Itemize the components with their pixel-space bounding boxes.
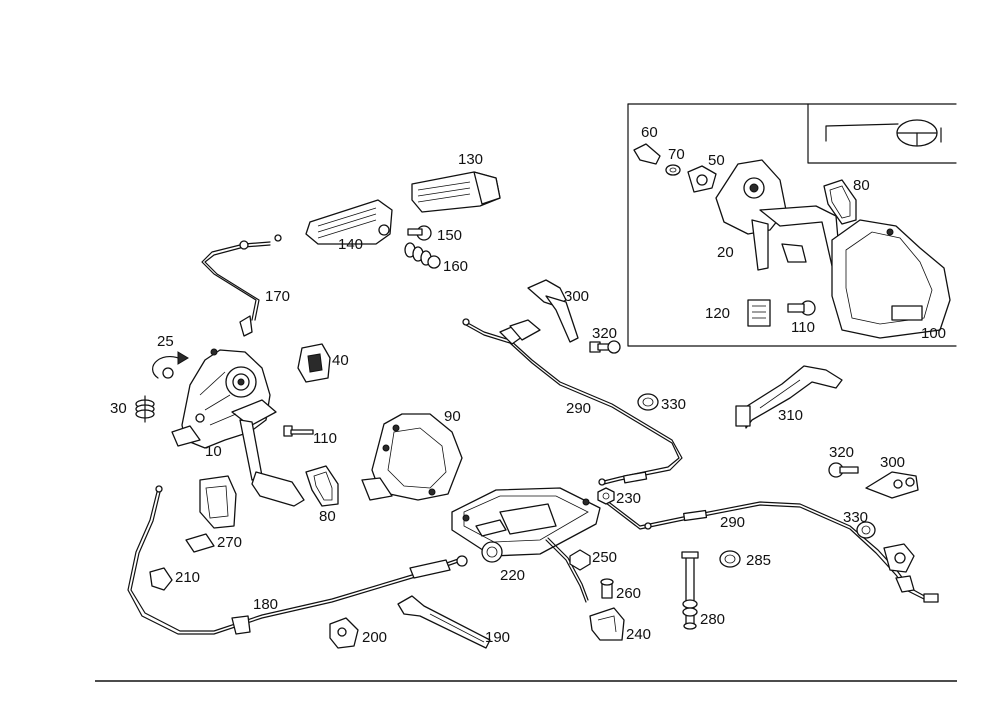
part-280-pin bbox=[681, 551, 699, 630]
callout-120: 120 bbox=[705, 305, 730, 322]
inset-part-80 bbox=[823, 179, 857, 225]
part-240-clip bbox=[589, 607, 625, 641]
pedal-assembly bbox=[171, 348, 305, 507]
part-130-switch bbox=[411, 171, 501, 213]
part-170-rod bbox=[201, 234, 282, 337]
part-25-spring bbox=[152, 351, 189, 379]
part-110-bolt bbox=[283, 425, 314, 437]
callout-150: 150 bbox=[437, 227, 462, 244]
part-300-bracket-upper bbox=[509, 279, 579, 343]
part-150-screw bbox=[407, 225, 432, 241]
inset-part-50 bbox=[687, 165, 717, 193]
callout-110-inset: 110 bbox=[791, 319, 815, 336]
part-220-housing bbox=[451, 487, 601, 603]
callout-130: 130 bbox=[458, 151, 483, 168]
callout-210: 210 bbox=[175, 569, 200, 586]
part-330-bushing-upper bbox=[637, 393, 659, 411]
callout-290-lower: 290 bbox=[720, 514, 745, 531]
callout-330-lower: 330 bbox=[843, 509, 868, 526]
callout-80-inset: 80 bbox=[853, 177, 870, 194]
part-320-bolt-lower bbox=[828, 462, 859, 478]
callout-20: 20 bbox=[717, 244, 734, 261]
part-260-stud bbox=[600, 578, 614, 599]
callout-220: 220 bbox=[500, 567, 525, 584]
callout-290-upper: 290 bbox=[566, 400, 591, 417]
part-230-nut bbox=[597, 487, 615, 505]
part-285-washer bbox=[719, 550, 741, 568]
callout-200: 200 bbox=[362, 629, 387, 646]
callout-300-upper: 300 bbox=[564, 288, 589, 305]
inset-part-60 bbox=[633, 143, 661, 165]
inset-part-20 bbox=[715, 159, 841, 271]
part-330-bushing-lower bbox=[856, 521, 876, 539]
callout-160: 160 bbox=[443, 258, 468, 275]
callout-110: 110 bbox=[313, 430, 337, 447]
callout-50: 50 bbox=[708, 152, 725, 169]
inset-part-70 bbox=[665, 164, 681, 176]
part-180-cable bbox=[127, 485, 468, 635]
part-190-strap bbox=[397, 595, 491, 649]
part-40-block bbox=[297, 343, 331, 383]
callout-310: 310 bbox=[778, 407, 803, 424]
part-160-spring bbox=[404, 242, 441, 269]
callout-170: 170 bbox=[265, 288, 290, 305]
part-140-bracket bbox=[305, 199, 393, 245]
part-200-clamp bbox=[329, 617, 359, 649]
callout-230: 230 bbox=[616, 490, 641, 507]
part-210-clip bbox=[149, 567, 173, 591]
part-30-spring bbox=[135, 395, 155, 423]
part-310-lever bbox=[735, 365, 843, 429]
inset-part-120 bbox=[747, 299, 771, 327]
callouts: 10 20 25 30 40 50 60 70 80 80 90 100 110… bbox=[110, 124, 946, 646]
callout-330-upper: 330 bbox=[661, 396, 686, 413]
part-270-bracket bbox=[185, 475, 237, 553]
callout-270: 270 bbox=[217, 534, 242, 551]
callout-250: 250 bbox=[592, 549, 617, 566]
part-90-cover bbox=[361, 413, 463, 501]
callout-10: 10 bbox=[205, 443, 222, 460]
callout-300-lower: 300 bbox=[880, 454, 905, 471]
callout-190: 190 bbox=[485, 629, 510, 646]
callout-320-upper: 320 bbox=[592, 325, 617, 342]
callout-70: 70 bbox=[668, 146, 685, 163]
callout-260: 260 bbox=[616, 585, 641, 602]
part-290-lower-cable bbox=[605, 499, 939, 603]
inset-part-100 bbox=[831, 219, 951, 339]
callout-240: 240 bbox=[626, 626, 651, 643]
callout-80: 80 bbox=[319, 508, 336, 525]
callout-25: 25 bbox=[157, 333, 174, 350]
inset-part-110 bbox=[787, 300, 816, 316]
callout-30: 30 bbox=[110, 400, 127, 417]
steering-wheel-icon bbox=[825, 119, 942, 147]
part-250-nut bbox=[569, 549, 591, 571]
callout-280: 280 bbox=[700, 611, 725, 628]
callout-60: 60 bbox=[641, 124, 658, 141]
part-80-pad bbox=[305, 465, 339, 507]
callout-100: 100 bbox=[921, 325, 946, 342]
inset-frame bbox=[627, 103, 957, 347]
callout-90: 90 bbox=[444, 408, 461, 425]
part-320-bolt-upper bbox=[589, 340, 621, 354]
callout-40: 40 bbox=[332, 352, 349, 369]
part-300-bracket-lower bbox=[865, 471, 919, 499]
callout-320-lower: 320 bbox=[829, 444, 854, 461]
callout-180: 180 bbox=[253, 596, 278, 613]
callout-285: 285 bbox=[746, 552, 771, 569]
callout-140: 140 bbox=[338, 236, 363, 253]
